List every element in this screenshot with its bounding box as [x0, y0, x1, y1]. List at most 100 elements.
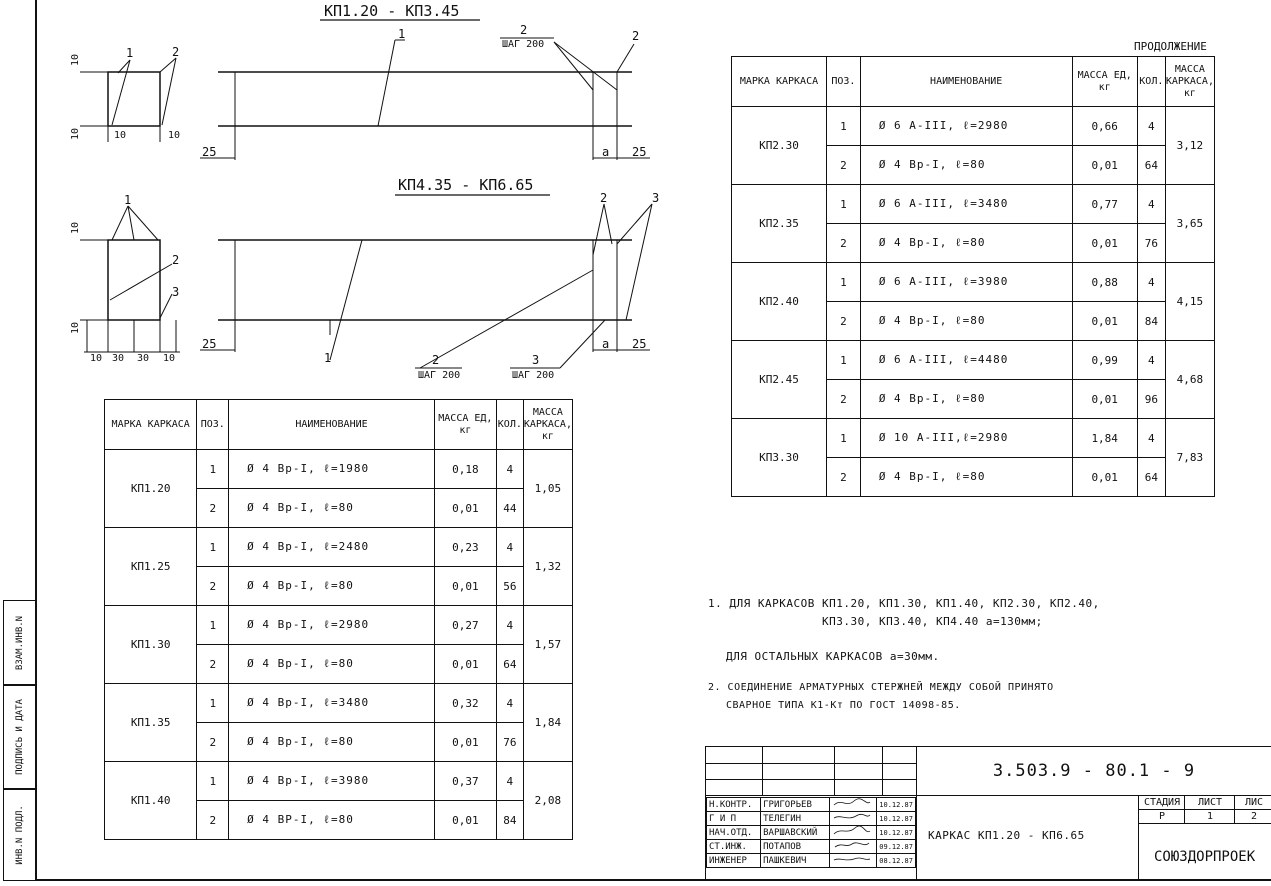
name-cell: Ø 4 Вр-I, ℓ=80 [859, 301, 1073, 341]
unit-cell: 0,77 [1071, 184, 1138, 224]
mass-cell: 2,08 [522, 761, 574, 840]
name-cell: Ø 4 Вр-I, ℓ=3980 [228, 761, 435, 801]
name-cell: Ø 6 А-III, ℓ=2980 [859, 106, 1073, 146]
label-pos2-a: 2 [172, 45, 179, 59]
dim-10-h3: 10 [90, 353, 102, 364]
table-row: КП3.30 1 Ø 10 А-III,ℓ=2980 1,84 4 7,83 [731, 418, 1216, 497]
qty-cell: 56 [495, 566, 524, 606]
qty-cell: 64 [1136, 145, 1166, 185]
name-cell: ТЕЛЕГИН [760, 811, 830, 826]
label-pos3-c: 3 [652, 191, 659, 205]
table-row: 2 Ø 4 Вр-I, ℓ=80 0,01 56 [105, 566, 573, 606]
qty-cell: 84 [1136, 301, 1166, 341]
name-cell: Ø 4 Вр-I, ℓ=80 [228, 488, 435, 528]
date-cell: 10.12.87 [876, 797, 916, 812]
role-cell: СТ.ИНЖ. [705, 839, 762, 854]
dim-10-h4: 10 [163, 353, 175, 364]
unit-cell: 0,01 [1071, 301, 1138, 341]
table-row: НАЧ.ОТД. ВАРШАВСКИЙ 10.12.87 [705, 825, 916, 840]
qty-cell: 4 [495, 761, 524, 801]
th-pos: ПОЗ. [825, 56, 861, 107]
table-row: КП1.40 1 Ø 4 Вр-I, ℓ=3980 0,37 4 2,08 [103, 761, 574, 840]
mark-cell: КП1.25 [103, 527, 198, 606]
sheets-label: ЛИС [1244, 797, 1264, 808]
dim-a-b: a [602, 337, 609, 351]
table-row: КП1.30 1 Ø 4 Вр-I, ℓ=2980 0,27 4 1,57 [103, 605, 574, 684]
spec-table-left: МАРКА КАРКАСА ПОЗ. НАИМЕНОВАНИЕ МАССА ЕД… [103, 399, 574, 840]
pos-cell: 1 [825, 418, 861, 458]
unit-cell: 0,18 [433, 449, 497, 489]
th-mark: МАРКА КАРКАСА [103, 399, 198, 450]
unit-cell: 0,01 [1071, 379, 1138, 419]
mass-cell: 3,12 [1164, 106, 1216, 185]
note-2-line-1: 2. СОЕДИНЕНИЕ АРМАТУРНЫХ СТЕРЖНЕЙ МЕЖДУ … [708, 682, 1054, 693]
label-pos1-a: 1 [126, 46, 133, 60]
unit-cell: 0,01 [1071, 145, 1138, 185]
qty-cell: 64 [495, 644, 524, 684]
table-row: 2 Ø 4 Вр-I, ℓ=80 0,01 76 [105, 722, 573, 762]
qty-cell: 4 [495, 683, 524, 723]
name-cell: Ø 4 Вр-I, ℓ=80 [859, 379, 1073, 419]
date-cell: 09.12.87 [876, 839, 916, 854]
label-step-b: ШАГ 200 [418, 370, 460, 381]
th-mark: МАРКА КАРКАСА [731, 56, 827, 107]
table-row: КП2.45 1 Ø 6 А-III, ℓ=4480 0,99 4 4,68 [731, 340, 1216, 419]
signature-cell [828, 839, 878, 854]
sheet-title: КАРКАС КП1.20 - КП6.65 [928, 829, 1085, 842]
unit-cell: 0,32 [433, 683, 497, 723]
qty-cell: 4 [1136, 418, 1166, 458]
name-cell: Ø 4 Вр-I, ℓ=80 [859, 145, 1073, 185]
pos-cell: 1 [825, 184, 861, 224]
pos-cell: 1 [196, 527, 230, 567]
name-cell: Ø 4 Вр-I, ℓ=2480 [228, 527, 435, 567]
pos-cell: 2 [825, 457, 861, 497]
title-block: 3.503.9 - 80.1 - 9 Н.КОНТР. ГРИГОРЬЕВ 10… [705, 746, 1271, 881]
signature-cell [828, 811, 878, 826]
dim-10-h1: 10 [114, 130, 126, 141]
stage-label: СТАДИЯ [1143, 797, 1181, 808]
table-row: КП1.35 1 Ø 4 Вр-I, ℓ=3480 0,32 4 1,84 [103, 683, 574, 762]
name-cell: Ø 4 ВР-I, ℓ=80 [228, 800, 435, 840]
role-cell: НАЧ.ОТД. [705, 825, 762, 840]
mark-cell: КП1.40 [103, 761, 198, 840]
unit-cell: 0,01 [1071, 223, 1138, 263]
mark-cell: КП2.30 [731, 106, 827, 185]
mass-cell: 1,05 [522, 449, 574, 528]
mark-cell: КП2.40 [731, 262, 827, 341]
dim-30-h2: 30 [137, 353, 149, 364]
doc-code: 3.503.9 - 80.1 - 9 [992, 761, 1196, 781]
unit-cell: 0,99 [1071, 340, 1138, 380]
table-row: 2 Ø 4 Вр-I, ℓ=80 0,01 64 [732, 457, 1215, 497]
unit-cell: 0,27 [433, 605, 497, 645]
dim-10-v1: 10 [70, 54, 81, 66]
table-row: 2 Ø 4 Вр-I, ℓ=80 0,01 96 [732, 379, 1215, 419]
table-row: 2 Ø 4 ВР-I, ℓ=80 0,01 84 [105, 800, 573, 840]
pos-cell: 1 [196, 683, 230, 723]
th-unit-mass: МАССА ЕД, кг [1071, 56, 1138, 107]
name-cell: Ø 4 Вр-I, ℓ=80 [228, 566, 435, 606]
th-total-mass: МАССА КАРКАСА, кг [1164, 56, 1216, 107]
stage-value: Р [1158, 811, 1166, 822]
name-cell: Ø 4 Вр-I, ℓ=3480 [228, 683, 435, 723]
qty-cell: 96 [1136, 379, 1166, 419]
qty-cell: 4 [1136, 262, 1166, 302]
dim-10-v2: 10 [70, 128, 81, 140]
pos-cell: 2 [196, 566, 230, 606]
mark-cell: КП1.30 [103, 605, 198, 684]
unit-cell: 0,01 [433, 488, 497, 528]
side-stamp-cell-2: ПОДПИСЬ И ДАТА [3, 684, 37, 790]
label-pos1-c: 1 [124, 193, 131, 207]
label-pos3-a: 3 [172, 285, 179, 299]
signature-cell [828, 825, 878, 840]
dim-10-v4: 10 [70, 322, 81, 334]
mark-cell: КП3.30 [731, 418, 827, 497]
label-pos3-b: 3 [532, 353, 539, 367]
pos-cell: 2 [196, 644, 230, 684]
side-stamp-cell-3: ИНВ.N ПОДЛ. [3, 788, 37, 881]
label-step-c: ШАГ 200 [512, 370, 554, 381]
name-cell: Ø 6 А-III, ℓ=3480 [859, 184, 1073, 224]
unit-cell: 0,01 [433, 566, 497, 606]
date-cell: 10.12.87 [876, 811, 916, 826]
table-row: КП1.25 1 Ø 4 Вр-I, ℓ=2480 0,23 4 1,32 [103, 527, 574, 606]
qty-cell: 44 [495, 488, 524, 528]
